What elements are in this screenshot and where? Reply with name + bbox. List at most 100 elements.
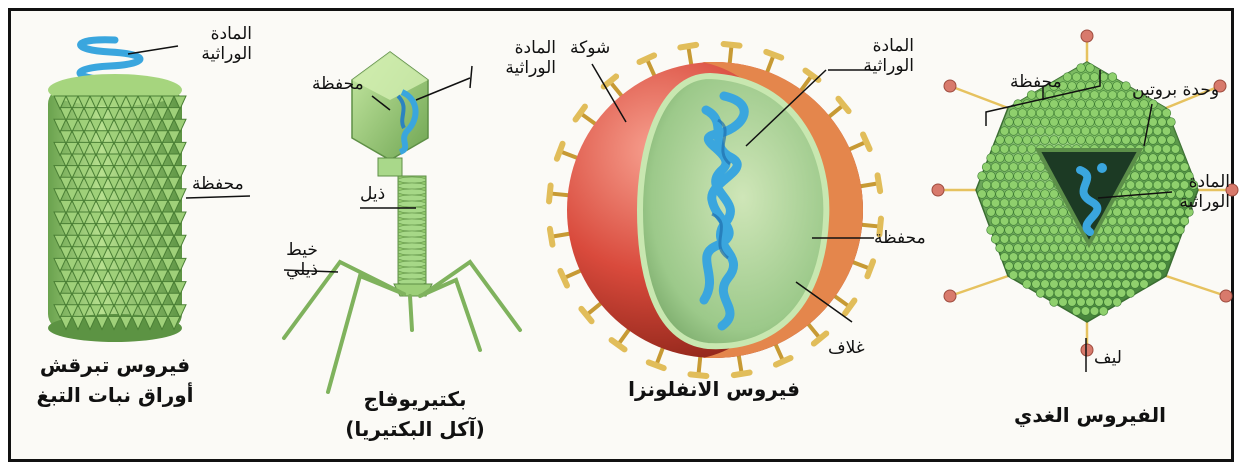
adeno-capsomere — [1149, 100, 1158, 109]
adeno-capsomere — [1041, 208, 1050, 217]
adeno-capsomere — [1131, 262, 1140, 271]
adeno-capsomere — [1018, 235, 1027, 244]
phage-fiber-label: خيط ذيلي — [272, 240, 332, 280]
adeno-capsomere — [1090, 91, 1099, 100]
adeno-capsomere — [1054, 235, 1063, 244]
adeno-capsomere — [1027, 163, 1036, 172]
adeno-capsomere — [1162, 235, 1171, 244]
adeno-capsomere — [1140, 226, 1149, 235]
adeno-capsomere — [1023, 154, 1032, 163]
adeno-capsomere — [1054, 253, 1063, 262]
adeno-capsomere — [1081, 91, 1090, 100]
adeno-capsomere — [1131, 100, 1140, 109]
adeno-capsomere — [996, 154, 1005, 163]
tobacco-caption-line1: فيروس تبرقش — [30, 350, 200, 380]
adeno-capsomere — [1144, 235, 1153, 244]
adeno-capsomere — [1005, 190, 1014, 199]
adeno-capsomere — [1117, 109, 1126, 118]
phage-tail-ring — [398, 225, 426, 231]
adeno-capsomere — [1135, 199, 1144, 208]
adeno-capsomere — [1018, 217, 1027, 226]
influenza-envelope-label: غلاف — [828, 338, 865, 358]
adeno-fiber-label: ليف — [1094, 348, 1122, 368]
adeno-capsomere — [1090, 289, 1099, 298]
influenza-spike-stem — [647, 59, 655, 77]
adeno-capsomere — [1005, 118, 1014, 127]
adeno-capsomere — [1036, 109, 1045, 118]
adeno-capsomere — [1140, 262, 1149, 271]
adeno-capsomere — [991, 181, 1000, 190]
adeno-fiber-knob — [944, 80, 956, 92]
adeno-capsomere — [1068, 244, 1077, 253]
adeno-capsomere — [1005, 244, 1014, 253]
adeno-capsomere — [1005, 172, 1014, 181]
adeno-capsomere — [1036, 253, 1045, 262]
adeno-capsomere — [1014, 172, 1023, 181]
adeno-capsomere — [982, 163, 991, 172]
tobacco-capsid-label: محفظة — [192, 174, 244, 194]
adeno-capsomere — [1135, 181, 1144, 190]
adeno-capsomere — [1122, 244, 1131, 253]
adeno-capsomere — [996, 208, 1005, 217]
adeno-capsomere — [1153, 217, 1162, 226]
adeno-capsomere — [1000, 235, 1009, 244]
adeno-capsomere — [1009, 181, 1018, 190]
adeno-capsomere — [1072, 235, 1081, 244]
adeno-capsomere — [1014, 208, 1023, 217]
adeno-capsomere — [1099, 307, 1108, 316]
adeno-capsomere — [1027, 253, 1036, 262]
influenza-spike-head — [560, 271, 567, 286]
phage-tail-ring — [398, 189, 426, 195]
adeno-capsomere — [1090, 307, 1099, 316]
adeno-capsomere — [1063, 73, 1072, 82]
adeno-genetic-line2: الوراثية — [1150, 192, 1230, 212]
adeno-capsomere — [1027, 127, 1036, 136]
influenza-virus — [549, 44, 881, 376]
adeno-capsomere — [987, 172, 996, 181]
adeno-capsomere — [1113, 118, 1122, 127]
adeno-capsomere — [1158, 262, 1167, 271]
adeno-capsomere — [1041, 136, 1050, 145]
influenza-spike-head — [766, 52, 781, 58]
adeno-capsomere — [1108, 217, 1117, 226]
adeno-capsomere — [1059, 208, 1068, 217]
adeno-capsomere — [1135, 127, 1144, 136]
adeno-capsomere — [1023, 262, 1032, 271]
adeno-capsomere — [1009, 109, 1018, 118]
adeno-capsomere — [1162, 253, 1171, 262]
adeno-capsomere — [1099, 271, 1108, 280]
adeno-capsomere — [1131, 172, 1140, 181]
adeno-capsomere — [1117, 253, 1126, 262]
adeno-capsomere — [1090, 73, 1099, 82]
adeno-capsomere — [1162, 163, 1171, 172]
influenza-spike-stem — [580, 113, 596, 125]
influenza-spike-head — [878, 175, 881, 191]
adeno-capsomere — [991, 217, 1000, 226]
adeno-capsomere — [1050, 190, 1059, 199]
adeno-capsomere — [1036, 127, 1045, 136]
adeno-capsomere — [1027, 271, 1036, 280]
adeno-capsomere — [1104, 82, 1113, 91]
adeno-capsomere — [1122, 136, 1131, 145]
adeno-capsomere — [1131, 136, 1140, 145]
adeno-fiber — [950, 276, 1008, 296]
adeno-capsomere — [1167, 226, 1176, 235]
adeno-capsomere — [1104, 118, 1113, 127]
adeno-capsomere — [1135, 163, 1144, 172]
adeno-capsomere — [1018, 109, 1027, 118]
adeno-capsomere — [1108, 109, 1117, 118]
adeno-capsomere — [1059, 262, 1068, 271]
adeno-capsomere — [1050, 226, 1059, 235]
adeno-capsomere — [1086, 262, 1095, 271]
adeno-capsomere — [1050, 118, 1059, 127]
adeno-capsomere — [1086, 298, 1095, 307]
phage-tail-label: ذيل — [360, 184, 385, 204]
adeno-capsomere — [1095, 280, 1104, 289]
adeno-capsomere — [1176, 154, 1185, 163]
adeno-capsomere — [1113, 226, 1122, 235]
adeno-capsomere — [1131, 190, 1140, 199]
phage-genetic-line1: المادة — [476, 38, 556, 58]
adeno-capsomere — [1054, 271, 1063, 280]
adeno-capsomere — [1000, 181, 1009, 190]
adeno-capsomere — [1023, 208, 1032, 217]
